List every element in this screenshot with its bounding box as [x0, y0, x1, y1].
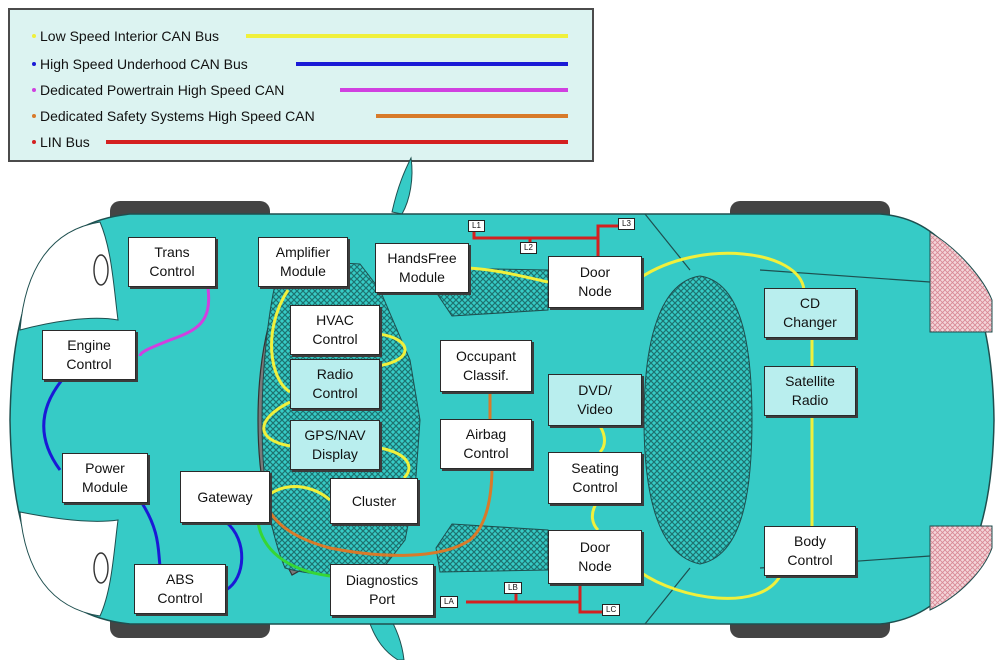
engine-control-module: Engine Control: [42, 330, 136, 380]
occupant-classification-module: Occupant Classif.: [440, 340, 532, 392]
amplifier-module: Amplifier Module: [258, 237, 348, 287]
low-speed-can-link: [377, 332, 407, 368]
legend-dot: [32, 34, 36, 38]
dvd-video-module: DVD/ Video: [548, 374, 642, 426]
roof-line: [759, 269, 931, 283]
lin-bus-rear: [466, 600, 604, 614]
legend-dot: [32, 88, 36, 92]
lin-tag-lc: LC: [602, 604, 621, 616]
legend-item-dedicated-safety-can: Dedicated Safety Systems High Speed CAN: [10, 106, 596, 126]
safety-can-link: [268, 465, 494, 557]
lin-tag-l1: L1: [468, 220, 485, 232]
low-speed-can-link: [598, 425, 606, 454]
low-speed-can-link: [639, 251, 806, 291]
diagnostics-link: [256, 521, 331, 578]
powertrain-can-link: [138, 287, 211, 357]
legend-label: LIN Bus: [40, 134, 90, 150]
legend-line-swatch: [106, 140, 568, 144]
underhood-can-link: [138, 499, 162, 567]
legend-label: Dedicated Safety Systems High Speed CAN: [40, 108, 315, 124]
cd-changer-module: CD Changer: [764, 288, 856, 338]
legend-panel: Low Speed Interior CAN Bus High Speed Un…: [8, 8, 594, 162]
rear-seat-area: [643, 275, 753, 565]
lin-tag-la: LA: [440, 596, 458, 608]
legend-line-swatch: [296, 62, 568, 66]
low-speed-can-link: [379, 446, 411, 480]
lin-tag-l3: L3: [618, 218, 635, 230]
gateway-module: Gateway: [180, 471, 270, 523]
underhood-can-link: [42, 379, 64, 471]
legend-dot: [32, 62, 36, 66]
handsfree-module: HandsFree Module: [375, 243, 469, 293]
legend-label: High Speed Underhood CAN Bus: [40, 56, 248, 72]
legend-label: Low Speed Interior CAN Bus: [40, 28, 219, 44]
door-node-front: Door Node: [548, 256, 642, 308]
legend-item-low-speed-interior-can: Low Speed Interior CAN Bus: [10, 26, 596, 46]
satellite-radio-module: Satellite Radio: [764, 366, 856, 416]
lin-tag-lb: LB: [504, 582, 522, 594]
trans-control-module: Trans Control: [128, 237, 216, 287]
low-speed-can-link: [639, 570, 782, 600]
mirror-top: [391, 156, 413, 215]
airbag-control-module: Airbag Control: [440, 419, 532, 469]
seating-control-module: Seating Control: [548, 452, 642, 504]
headlight-top: [19, 221, 119, 331]
door-node-rear: Door Node: [548, 530, 642, 584]
headlight-bottom: [19, 511, 119, 617]
power-module: Power Module: [62, 453, 148, 503]
radio-control-module: Radio Control: [290, 359, 380, 409]
cluster-module: Cluster: [330, 478, 418, 524]
low-speed-can-link: [270, 289, 291, 394]
legend-dot: [32, 114, 36, 118]
legend-item-high-speed-underhood-can: High Speed Underhood CAN Bus: [10, 54, 596, 74]
roof-line: [644, 567, 691, 625]
diagnostics-port: Diagnostics Port: [330, 564, 434, 616]
tail-light-top: [929, 231, 993, 333]
gps-nav-display-module: GPS/NAV Display: [290, 420, 380, 470]
legend-item-lin-bus: LIN Bus: [10, 132, 596, 152]
body-control-module: Body Control: [764, 526, 856, 576]
tail-light-bottom: [929, 525, 993, 611]
abs-control-module: ABS Control: [134, 564, 226, 614]
low-speed-can-link: [269, 485, 331, 502]
headlamp-bottom-icon: [93, 552, 109, 584]
legend-line-swatch: [246, 34, 568, 38]
legend-dot: [32, 140, 36, 144]
legend-item-dedicated-powertrain-can: Dedicated Powertrain High Speed CAN: [10, 80, 596, 100]
low-speed-can-link: [262, 400, 291, 448]
low-speed-can-link: [590, 503, 600, 532]
underhood-can-link: [224, 520, 244, 592]
hvac-control-module: HVAC Control: [290, 305, 380, 355]
lin-tag-l2: L2: [520, 242, 537, 254]
legend-line-swatch: [376, 114, 568, 118]
legend-label: Dedicated Powertrain High Speed CAN: [40, 82, 285, 98]
low-speed-can-link: [467, 266, 549, 284]
headlamp-top-icon: [93, 254, 109, 286]
legend-line-swatch: [340, 88, 568, 92]
